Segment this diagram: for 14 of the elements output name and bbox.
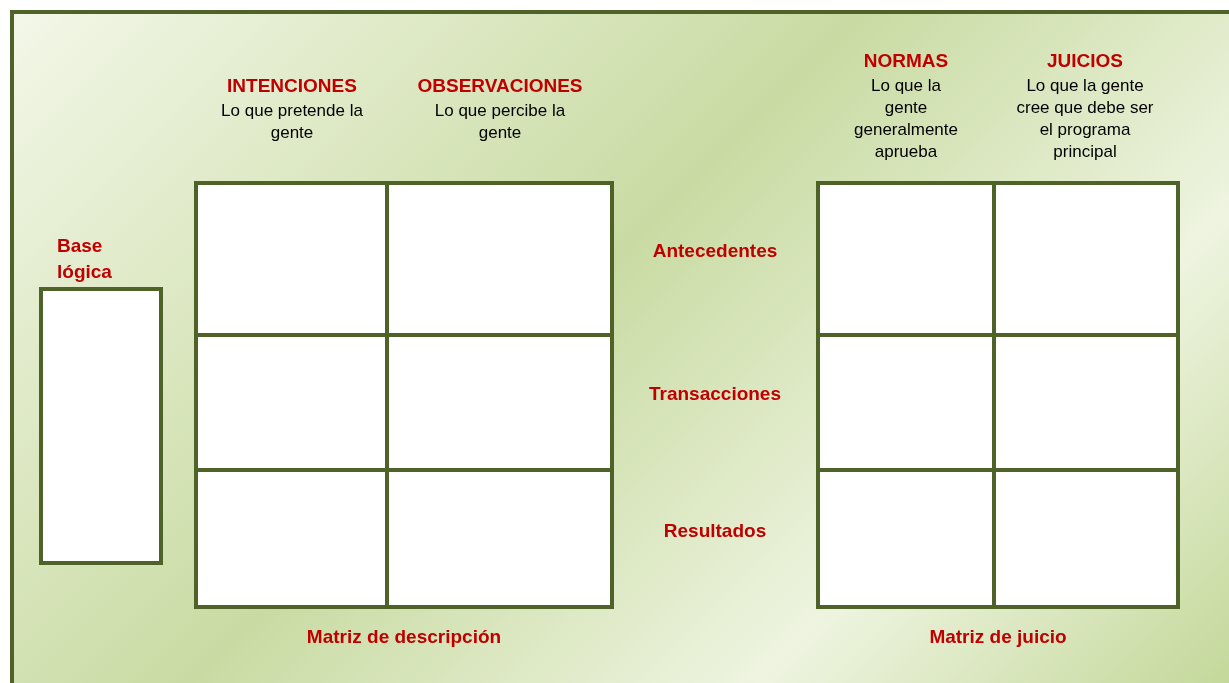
row-label: Resultados	[662, 520, 768, 542]
column-heading: OBSERVACIONES	[416, 75, 584, 97]
column-heading: JUICIOS	[1046, 50, 1124, 72]
column-description: Lo que la gente cree que debe ser el programa principal	[1015, 75, 1155, 163]
column-description: Lo que percibe la gente	[433, 100, 567, 144]
row-label: Antecedentes	[651, 240, 779, 262]
matrix-caption: Matriz de descripción	[305, 626, 503, 648]
column-heading: INTENCIONES	[226, 75, 358, 97]
column-heading: NORMAS	[862, 50, 950, 72]
box-heading: Base lógica	[57, 234, 113, 284]
column-description: Lo que pretende la gente	[220, 100, 364, 144]
column-description: Lo que la gente generalmente aprueba	[853, 75, 959, 163]
matrix-caption: Matriz de juicio	[928, 626, 1068, 648]
row-label: Transacciones	[648, 383, 782, 405]
